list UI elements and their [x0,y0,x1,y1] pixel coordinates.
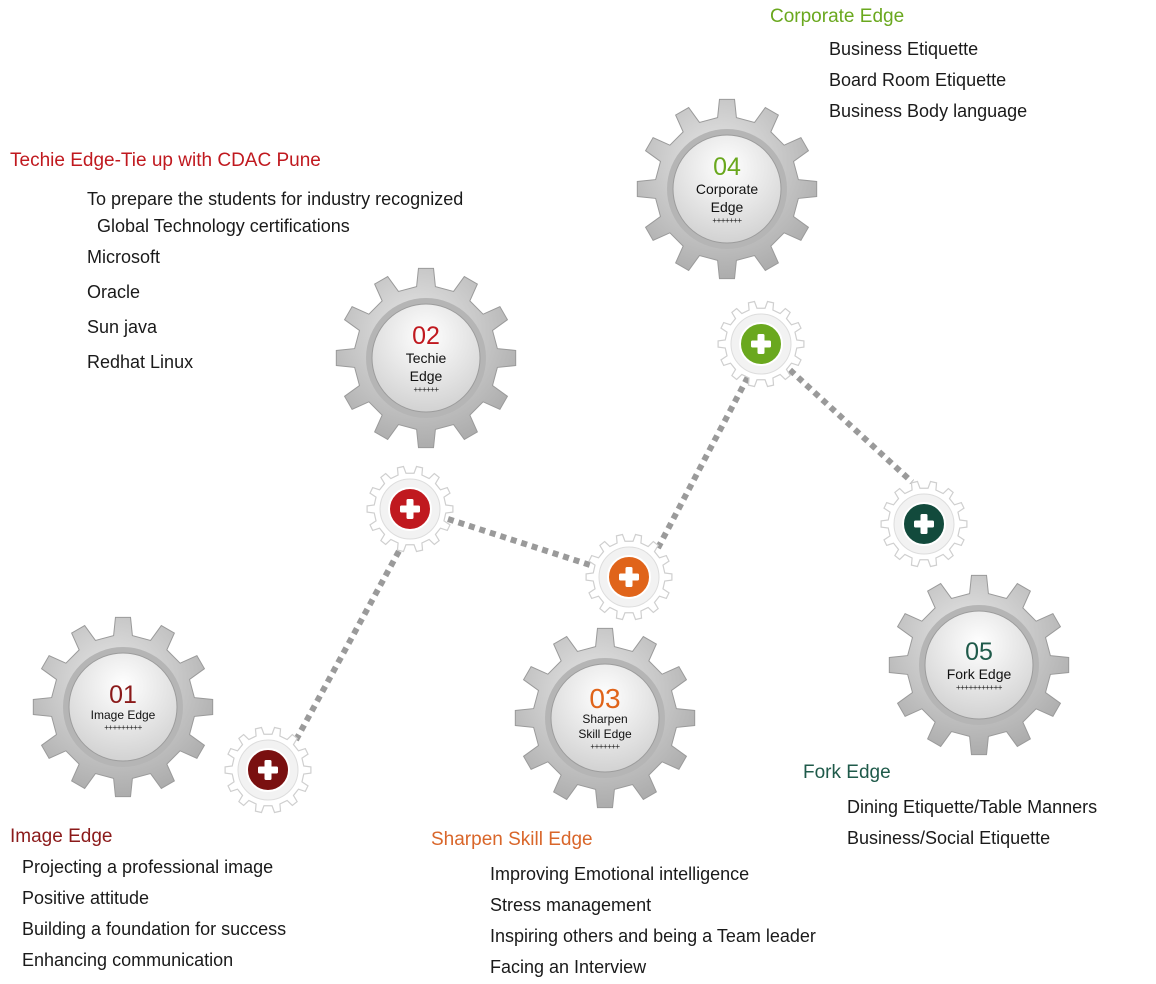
gear-icon [636,98,818,280]
gear-face [68,652,178,762]
gear-label: Corporate Edge [695,180,759,215]
section-title: Image Edge [10,826,113,847]
plus-node-04[interactable] [717,300,805,388]
section-title: Corporate Edge [770,6,905,27]
gear-face [550,663,660,773]
gear-number: 04 [713,152,741,181]
plus-node-01[interactable] [224,726,312,814]
section-items: Projecting a professional image Positive… [22,852,286,976]
plus-node-02[interactable] [366,465,454,553]
plus-icon [585,533,673,621]
section-items: Improving Emotional intelligence Stress … [490,859,816,983]
section-title: Techie Edge-Tie up with CDAC Pune [10,150,321,171]
section-techie-edge: Techie Edge-Tie up with CDAC Pune To pre… [10,150,463,380]
gear-decoration: +++++++++ [104,723,142,732]
plus-node-05[interactable] [880,480,968,568]
gear-face [371,303,481,413]
intro-line: To prepare the students for industry rec… [87,189,464,209]
plus-icon [717,300,805,388]
gear-number: 02 [412,321,440,350]
list-item: Enhancing communication [22,950,234,970]
gear-icon [32,616,214,798]
section-fork-edge: Fork Edge Dining Etiquette/Table Manners… [803,762,1097,854]
gear-label: Techie Edge [405,349,447,384]
list-item: Facing an Interview [490,957,647,977]
plus-bar-v [757,334,765,354]
gear-03-sharpen-skill-edge: 03 Sharpen Skill Edge +++++++ [512,625,698,811]
section-intro: To prepare the students for industry rec… [87,186,463,240]
plus-bar-v [625,567,633,587]
plus-icon [224,726,312,814]
intro-line: Global Technology certifications [97,216,350,236]
gear-label: Fork Edge [946,665,1012,682]
list-item: Business/Social Etiquette [847,828,1051,848]
list-item: Positive attitude [22,888,150,908]
gear-icon [335,267,517,449]
section-image-edge: Image Edge Projecting a professional ima… [10,826,286,976]
list-item: Business Body language [829,101,1028,121]
connector-01-02 [293,538,408,742]
connector-04-05 [787,367,915,485]
plus-bar-v [264,760,272,780]
list-item: Oracle [87,282,141,302]
gear-decoration: +++++++ [590,741,620,751]
gear-decoration: +++++++ [712,215,742,225]
list-item: Stress management [490,895,652,915]
plus-icon [366,465,454,553]
section-corporate-edge: Corporate Edge Business Etiquette Board … [770,6,1027,127]
list-item: Improving Emotional intelligence [490,864,750,884]
gear-face [672,134,782,244]
list-item: Microsoft [87,247,161,267]
gear-icon [888,574,1070,756]
connector-02-03 [447,516,591,568]
gear-label: Image Edge [90,708,156,722]
list-item: Building a foundation for success [22,919,287,939]
gear-decoration: ++++++ [413,384,439,394]
plus-icon [880,480,968,568]
gear-02-techie-edge: 02 Techie Edge ++++++ [333,265,519,451]
plus-bar-v [406,499,414,519]
list-item: Board Room Etiquette [829,70,1007,90]
section-title: Sharpen Skill Edge [431,829,593,850]
section-title: Fork Edge [803,762,891,783]
gear-face [924,610,1034,720]
list-item: Dining Etiquette/Table Manners [847,797,1098,817]
gear-05-fork-edge: 05 Fork Edge +++++++++++ [886,572,1072,758]
section-items: Microsoft Oracle Sun java Redhat Linux [87,240,463,380]
list-item: Redhat Linux [87,352,194,372]
gear-decoration: +++++++++++ [956,682,1002,692]
gear-number: 03 [589,682,621,714]
gear-01-image-edge: 01 Image Edge +++++++++ [30,614,216,800]
plus-node-03[interactable] [585,533,673,621]
plus-bar-v [920,514,928,534]
list-item: Inspiring others and being a Team leader [490,926,816,946]
gear-number: 01 [109,681,137,709]
section-items: Dining Etiquette/Table Manners Business/… [847,792,1097,854]
list-item: Projecting a professional image [22,857,274,877]
section-items: Business Etiquette Board Room Etiquette … [829,34,1027,127]
list-item: Sun java [87,317,158,337]
gear-label: Sharpen Skill Edge [578,711,632,741]
gear-number: 05 [965,637,993,666]
connector-03-04 [655,371,753,550]
gear-icon [514,627,696,809]
section-sharpen-skill-edge: Sharpen Skill Edge Improving Emotional i… [431,829,816,983]
gear-04-corporate-edge: 04 Corporate Edge +++++++ [634,96,820,282]
list-item: Business Etiquette [829,39,979,59]
